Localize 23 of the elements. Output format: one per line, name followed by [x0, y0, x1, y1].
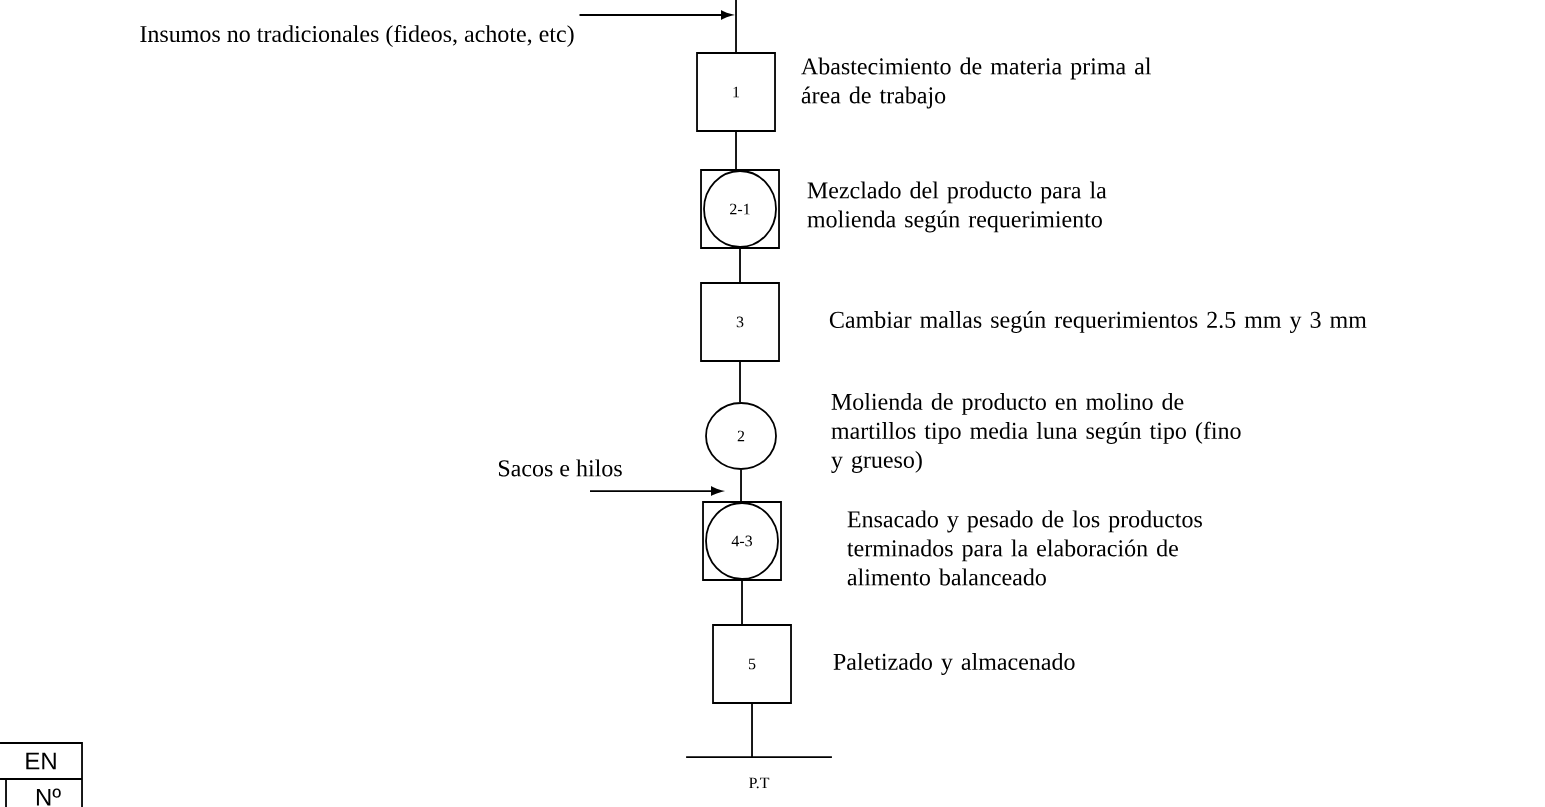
- operation-box: 1: [696, 52, 776, 132]
- operation-box: 5: [712, 624, 792, 704]
- step-description: Mezclado del producto para la molienda según requerimiento: [807, 181, 1107, 233]
- arrow: [578, 10, 733, 20]
- connector-line: [735, 0, 737, 53]
- table-header-cell: EN: [26, 752, 56, 770]
- connector-line: [741, 580, 743, 625]
- step-description: Ensacado y pesado de los productos terminados para la elaboración de alimento balanceado: [847, 510, 1202, 586]
- finished-product-bar: P.T: [685, 756, 833, 789]
- table-cell: Nº: [36, 788, 61, 806]
- step-description: Cambiar mallas según requerimientos 2.5 mm y 3 mm: [829, 311, 1367, 333]
- step-description: Molienda de producto en molino de martillos tipo media luna según tipo (fino y grueso): [831, 393, 1241, 473]
- step-description: Paletizado y almacenado: [833, 653, 1075, 675]
- input-label: Sacos e hilos: [498, 459, 622, 477]
- connector-line: [739, 248, 741, 283]
- operation-box: 3: [700, 282, 780, 362]
- connector-line: [739, 361, 741, 403]
- input-label: Insumos no tradicionales (fideos, achote, etc): [140, 25, 574, 47]
- arrow: [589, 486, 723, 496]
- connector-line: [740, 469, 742, 502]
- step-description: Abastecimiento de materia prima al área de trabajo: [801, 57, 1151, 109]
- connector-line: [751, 703, 753, 758]
- connector-line: [735, 131, 737, 170]
